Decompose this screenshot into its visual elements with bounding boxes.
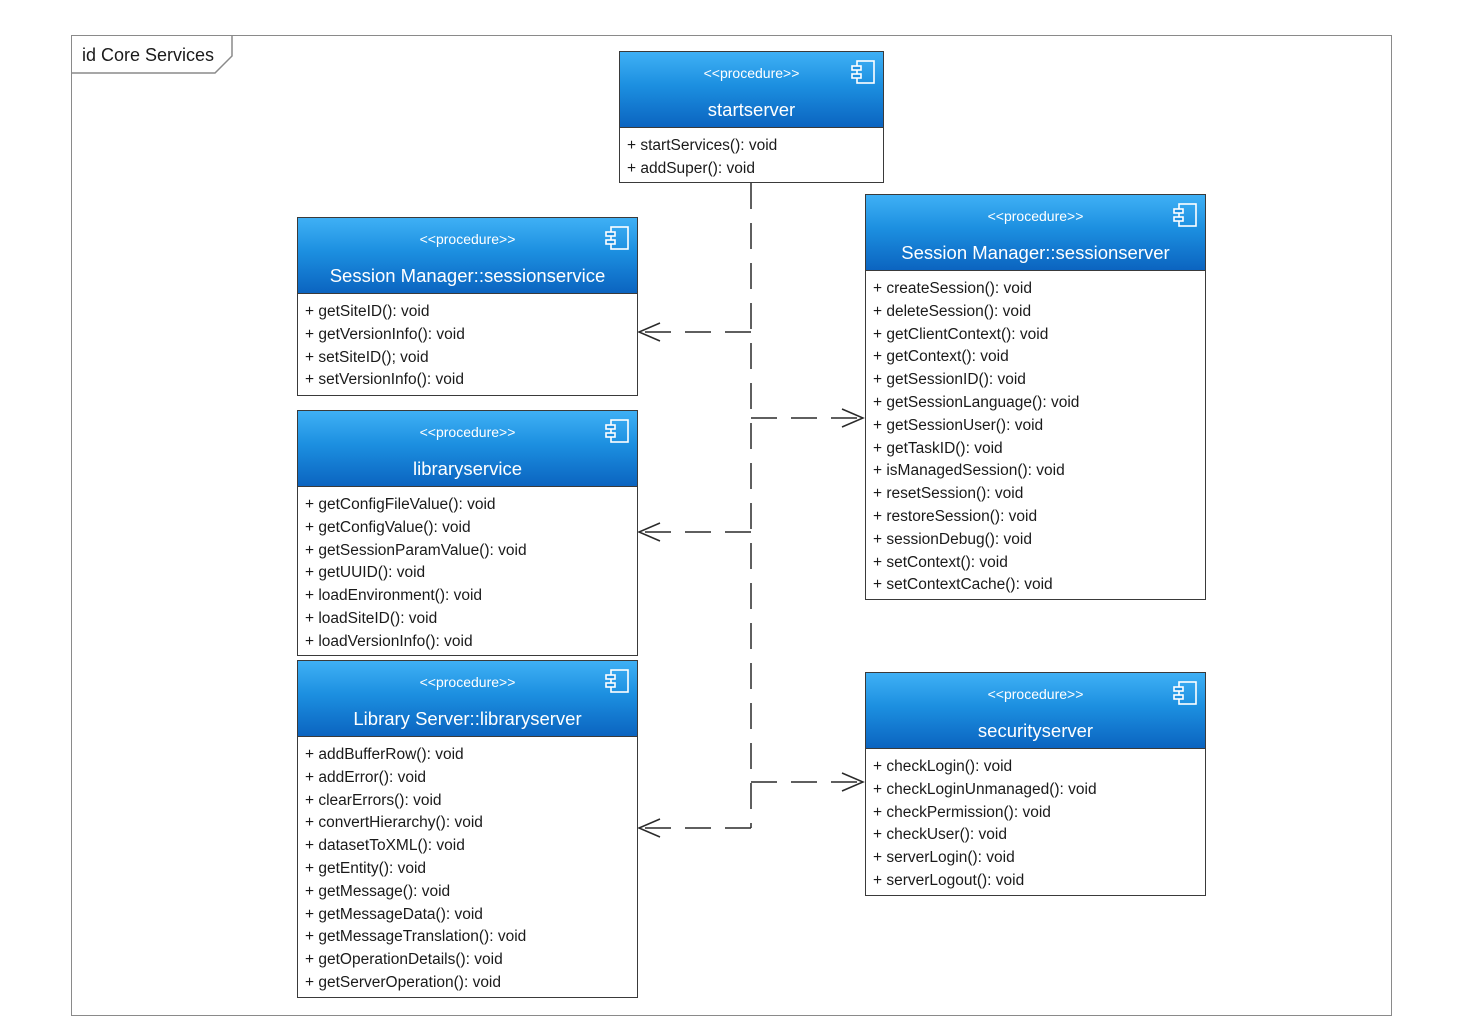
component-name: Library Server::libraryserver — [353, 708, 582, 729]
operation: + resetSession(): void — [873, 485, 1024, 503]
stereotype-label: <<procedure>> — [703, 65, 800, 81]
component-icon — [605, 419, 629, 443]
stereotype-label: <<procedure>> — [419, 424, 516, 440]
component-icon — [1173, 681, 1197, 705]
operation: + setSiteID(); void — [305, 348, 429, 366]
operation: + getOperationDetails(): void — [305, 951, 503, 969]
operation: + getConfigFileValue(): void — [305, 496, 496, 513]
component-name: securityserver — [977, 720, 1094, 741]
component-sessionservice[interactable]: <<procedure>> Session Manager::sessionse… — [297, 217, 638, 396]
arrowhead-sessionservice — [637, 322, 661, 342]
component-header: <<procedure>> startserver — [620, 52, 883, 128]
frame-label: id Core Services — [82, 45, 215, 65]
operation: + getConfigValue(): void — [305, 518, 471, 536]
operation: + restoreSession(): void — [873, 507, 1038, 525]
operations-list: + getSiteID(): void + getVersionInfo(): … — [298, 294, 637, 392]
operation: + datasetToXML(): void — [305, 837, 465, 855]
operation: + setContextCache(): void — [873, 576, 1053, 594]
arrowhead-securityserver — [841, 772, 865, 792]
component-header: <<procedure>> Session Manager::sessionse… — [298, 218, 637, 294]
operation: + isManagedSession(): void — [873, 462, 1065, 480]
component-icon — [605, 226, 629, 250]
stereotype-label: <<procedure>> — [987, 686, 1084, 702]
component-startserver[interactable]: <<procedure>> startserver + startService… — [619, 51, 884, 183]
operation: + sessionDebug(): void — [873, 530, 1032, 548]
arrowhead-libraryserver — [637, 818, 661, 838]
component-libraryserver[interactable]: <<procedure>> Library Server::libraryser… — [297, 660, 638, 998]
component-icon — [851, 60, 875, 84]
operations-list: + startServices(): void + addSuper(): vo… — [620, 128, 883, 181]
stereotype-label: <<procedure>> — [419, 674, 516, 690]
diagram-frame: id Core Services — [71, 35, 1392, 1016]
component-libraryservice[interactable]: <<procedure>> libraryservice + getConfig… — [297, 410, 638, 656]
operation: + checkLoginUnmanaged(): void — [873, 780, 1097, 798]
operation: + deleteSession(): void — [873, 302, 1032, 320]
stereotype-label: <<procedure>> — [419, 231, 516, 247]
arrowhead-libraryservice — [637, 522, 661, 542]
arrowhead-sessionserver — [841, 408, 865, 428]
operation: + serverLogout(): void — [873, 871, 1025, 889]
operation: + startServices(): void — [627, 137, 778, 154]
operation: + clearErrors(): void — [305, 791, 442, 809]
component-name: libraryservice — [413, 458, 522, 479]
operation: + getVersionInfo(): void — [305, 325, 465, 343]
operations-list: + getConfigFileValue(): void + getConfig… — [298, 487, 637, 654]
component-icon — [1173, 203, 1197, 227]
component-securityserver[interactable]: <<procedure>> securityserver + checkLogi… — [865, 672, 1206, 896]
operation: + getSessionUser(): void — [873, 416, 1044, 434]
operation: + setContext(): void — [873, 553, 1008, 571]
operation: + serverLogin(): void — [873, 849, 1015, 867]
component-icon — [605, 669, 629, 693]
component-header: <<procedure>> libraryservice — [298, 411, 637, 487]
operation: + loadVersionInfo(): void — [305, 632, 473, 650]
component-name: Session Manager::sessionservice — [329, 265, 606, 286]
operation: + getTaskID(): void — [873, 439, 1003, 457]
operation: + addSuper(): void — [627, 159, 755, 177]
operations-list: + addBufferRow(): void + addError(): voi… — [298, 737, 637, 995]
operation: + checkLogin(): void — [873, 758, 1013, 775]
operation: + getMessageTranslation(): void — [305, 928, 527, 946]
operation: + createSession(): void — [873, 280, 1032, 297]
operation: + getMessage(): void — [305, 882, 451, 900]
component-header: <<procedure>> securityserver — [866, 673, 1205, 749]
operation: + getSiteID(): void — [305, 303, 430, 320]
component-header: <<procedure>> Session Manager::sessionse… — [866, 195, 1205, 271]
stereotype-label: <<procedure>> — [987, 208, 1084, 224]
operation: + addError(): void — [305, 768, 427, 786]
component-name: startserver — [707, 99, 796, 120]
operation: + getUUID(): void — [305, 564, 426, 582]
operation: + getSessionParamValue(): void — [305, 541, 527, 559]
operation: + setVersionInfo(): void — [305, 371, 464, 389]
component-name: Session Manager::sessionserver — [901, 242, 1170, 263]
operation: + loadEnvironment(): void — [305, 587, 483, 605]
operation: + getMessageData(): void — [305, 905, 483, 923]
operation: + getServerOperation(): void — [305, 973, 501, 991]
operation: + getClientContext(): void — [873, 325, 1049, 343]
operation: + loadSiteID(): void — [305, 609, 438, 627]
operation: + getSessionLanguage(): void — [873, 393, 1080, 411]
operation: + checkUser(): void — [873, 826, 1007, 844]
frame-tab — [72, 36, 233, 74]
operation: + addBufferRow(): void — [305, 746, 464, 763]
operations-list: + checkLogin(): void + checkLoginUnmanag… — [866, 749, 1205, 893]
operations-list: + createSession(): void + deleteSession(… — [866, 271, 1205, 597]
operation: + getEntity(): void — [305, 859, 427, 877]
operation: + checkPermission(): void — [873, 803, 1051, 821]
component-sessionserver[interactable]: <<procedure>> Session Manager::sessionse… — [865, 194, 1206, 600]
operation: + getContext(): void — [873, 348, 1009, 366]
operation: + getSessionID(): void — [873, 371, 1026, 389]
operation: + convertHierarchy(): void — [305, 814, 483, 832]
component-header: <<procedure>> Library Server::libraryser… — [298, 661, 637, 737]
